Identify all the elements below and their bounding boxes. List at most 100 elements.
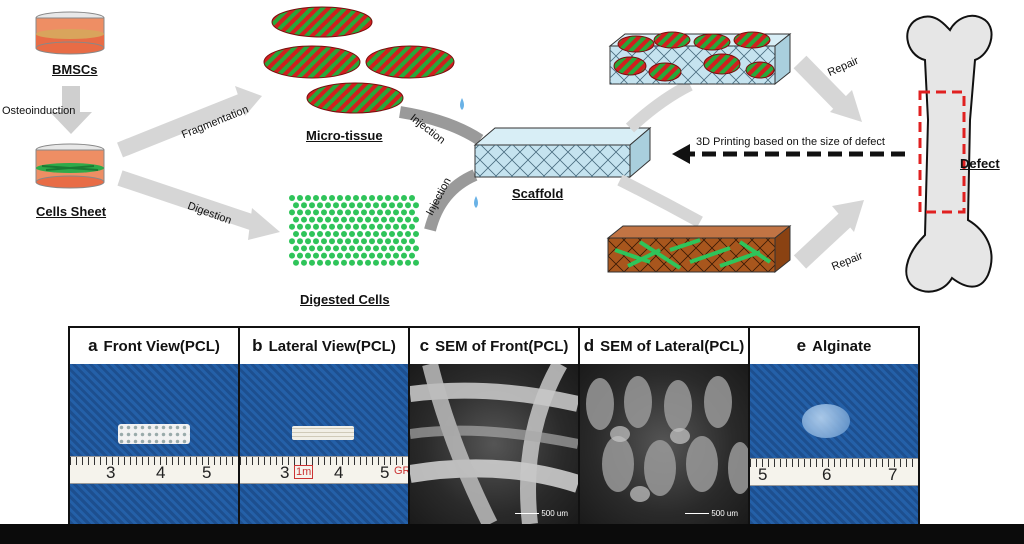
digested-cell xyxy=(317,202,323,209)
printing-label: 3D Printing based on the size of defect xyxy=(696,136,885,148)
digested-cell xyxy=(401,223,407,230)
digested-cell xyxy=(313,195,319,201)
workflow-diagram xyxy=(35,6,993,293)
digested-cell xyxy=(297,252,303,259)
pcl-scaffold-sample xyxy=(118,424,190,444)
digested-cell xyxy=(413,216,419,223)
digested-cell xyxy=(325,259,331,266)
digested-cell-scaffold xyxy=(606,224,792,274)
digested-cell xyxy=(329,209,335,216)
photo-alginate: 5 6 7 xyxy=(750,364,918,524)
digested-cell xyxy=(409,223,415,230)
digested-cell xyxy=(401,209,407,216)
digested-cell xyxy=(289,238,295,245)
digested-cell xyxy=(381,259,387,266)
digested-cell xyxy=(353,238,359,245)
digested-cell xyxy=(305,252,311,259)
digested-cell xyxy=(393,252,399,259)
digested-cell xyxy=(293,231,299,237)
sem-lateral-image: 500 um xyxy=(580,364,748,524)
digested-cell xyxy=(289,209,295,216)
digested-cell xyxy=(345,209,351,216)
digested-cell xyxy=(341,231,347,237)
digested-cell xyxy=(361,252,367,259)
digested-cell xyxy=(341,259,347,266)
digested-cell xyxy=(333,245,339,252)
digested-cell xyxy=(393,209,399,216)
digested-cell xyxy=(381,231,387,237)
alginate-sample xyxy=(802,404,850,438)
digested-cell xyxy=(405,231,411,237)
digested-cell xyxy=(365,216,371,223)
digested-cell xyxy=(333,259,339,266)
digested-cell xyxy=(373,216,379,223)
digested-cell xyxy=(373,259,379,266)
digested-cell xyxy=(329,195,335,201)
digested-cell xyxy=(401,238,407,245)
digested-cell xyxy=(361,223,367,230)
scale-bar: 500 um xyxy=(685,509,738,518)
digested-cell xyxy=(413,231,419,237)
digested-cell xyxy=(385,209,391,216)
digested-cell xyxy=(321,223,327,230)
digested-cell xyxy=(329,252,335,259)
bmscs-label: BMSCs xyxy=(52,62,98,77)
digested-cell xyxy=(405,216,411,223)
digested-cell xyxy=(385,223,391,230)
digested-cell xyxy=(293,245,299,252)
digested-cell xyxy=(321,238,327,245)
digested-cell xyxy=(325,231,331,237)
digested-cell xyxy=(321,195,327,201)
digested-cell xyxy=(317,245,323,252)
digested-cell xyxy=(409,195,415,201)
digested-cell xyxy=(293,216,299,223)
digested-cell xyxy=(333,216,339,223)
digested-cell xyxy=(345,238,351,245)
micro-tissue-cluster xyxy=(263,6,455,114)
digested-cell xyxy=(385,252,391,259)
droplet-icon xyxy=(474,196,478,208)
osteoinduction-label: Osteoinduction xyxy=(2,105,76,117)
digested-cell xyxy=(393,238,399,245)
digested-cell xyxy=(289,195,295,201)
digested-cell xyxy=(401,195,407,201)
digested-cell xyxy=(325,216,331,223)
digested-cell xyxy=(301,245,307,252)
digested-cell xyxy=(305,195,311,201)
droplet-icon xyxy=(460,98,464,110)
digestion-arrowhead xyxy=(248,208,280,240)
digested-cell xyxy=(397,231,403,237)
digested-cell xyxy=(349,231,355,237)
ruler: 3 4 5 xyxy=(70,456,238,484)
digested-cell xyxy=(301,231,307,237)
to-cell-scaffold-arrow xyxy=(625,79,693,133)
digested-cells-grid xyxy=(289,195,419,266)
cells-sheet-label: Cells Sheet xyxy=(36,204,107,219)
digested-cell xyxy=(409,238,415,245)
digested-cell xyxy=(313,238,319,245)
digested-cell xyxy=(369,252,375,259)
digested-cell xyxy=(317,231,323,237)
digested-cell xyxy=(353,252,359,259)
micro-tissue-scaffold xyxy=(608,31,792,86)
digested-cell xyxy=(397,259,403,266)
digested-cell xyxy=(329,223,335,230)
digested-cell xyxy=(297,223,303,230)
digested-cell xyxy=(361,195,367,201)
digested-cell xyxy=(409,209,415,216)
digested-cell xyxy=(413,245,419,252)
digested-cell xyxy=(349,245,355,252)
digested-cell xyxy=(369,209,375,216)
scale-bar: 500 um xyxy=(515,509,568,518)
digested-cell xyxy=(393,195,399,201)
digested-cell xyxy=(361,209,367,216)
digested-cell xyxy=(309,245,315,252)
digested-cell xyxy=(357,216,363,223)
digested-cell xyxy=(337,223,343,230)
digested-cell xyxy=(301,259,307,266)
digested-cell xyxy=(325,245,331,252)
digested-cell xyxy=(405,259,411,266)
